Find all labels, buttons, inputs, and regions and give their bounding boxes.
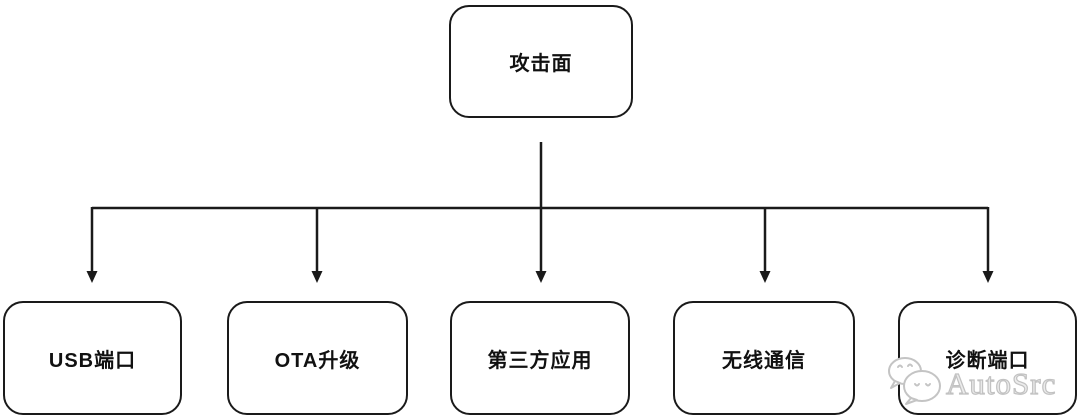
node-wireless-comm-label: 无线通信	[722, 349, 806, 372]
arrowhead-third-party	[535, 271, 547, 283]
arrowhead-ota	[311, 271, 323, 283]
node-attack-surface: 攻击面	[449, 5, 633, 118]
node-third-party-app: 第三方应用	[450, 301, 630, 415]
node-wireless-comm: 无线通信	[673, 301, 855, 415]
node-third-party-app-label: 第三方应用	[487, 349, 593, 372]
node-ota-upgrade: OTA升级	[227, 301, 408, 415]
arrowhead-diagnostic	[982, 271, 994, 283]
arrowhead-wireless	[759, 271, 771, 283]
node-diagnostic-port-label: 诊断端口	[945, 349, 1030, 372]
node-attack-surface-label: 攻击面	[509, 53, 573, 75]
arrowhead-usb	[86, 271, 98, 283]
node-usb-port: USB端口	[3, 301, 182, 415]
node-ota-upgrade-label: OTA升级	[274, 349, 361, 372]
node-diagnostic-port: 诊断端口	[898, 301, 1077, 415]
node-usb-port-label: USB端口	[48, 349, 137, 372]
